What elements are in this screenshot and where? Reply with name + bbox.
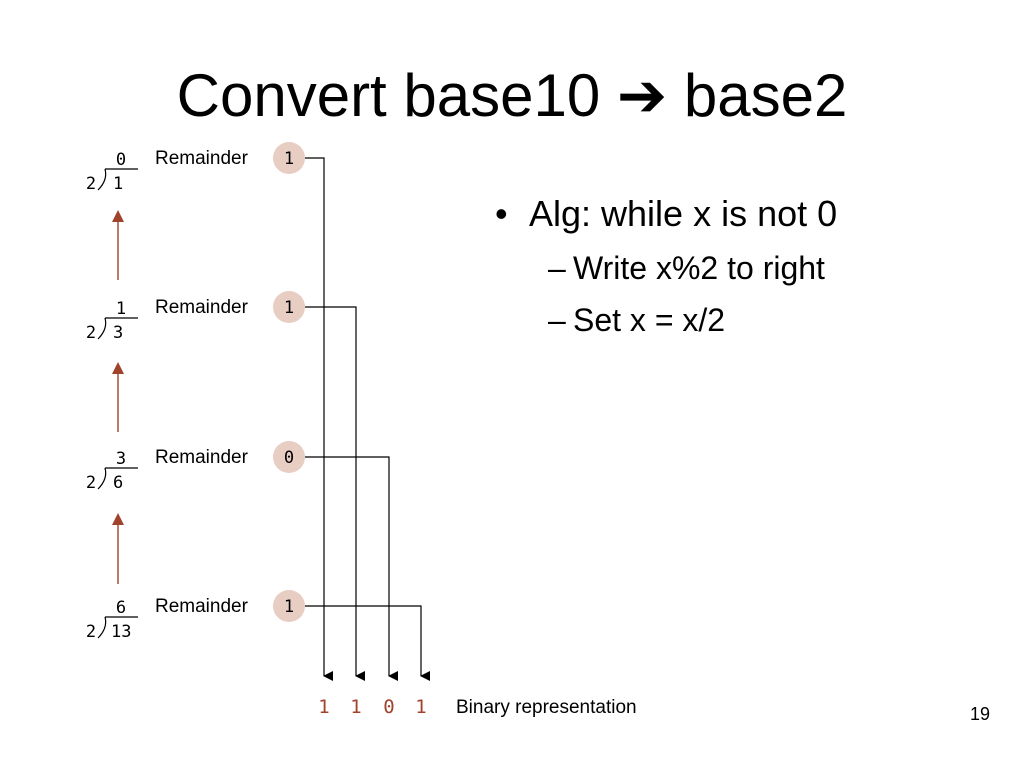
remainder-value: 1 — [284, 298, 294, 318]
divisor-text: 2 — [86, 174, 96, 194]
remainder-connector-line — [305, 456, 398, 681]
divisor-text: 2 — [86, 622, 96, 642]
remainder-label: Remainder — [155, 297, 249, 318]
remainder-label: Remainder — [155, 148, 249, 169]
divisor-text: 2 — [86, 473, 96, 493]
binary-digit: 1 — [350, 696, 361, 718]
division-step: 3 2 6 Remainder 0 — [86, 441, 305, 493]
bullet-marker: • — [495, 193, 508, 234]
sub-bullet-text: Write x%2 to right — [573, 250, 825, 286]
remainder-connector-line — [305, 306, 365, 681]
dividend-text: 1 — [113, 174, 123, 194]
binary-representation: 1 1 0 1 Binary representation — [318, 696, 636, 718]
division-step: 1 2 3 Remainder 1 — [86, 291, 305, 343]
dividend-text: 3 — [113, 323, 123, 343]
binary-label: Binary representation — [456, 697, 637, 718]
bullet-text: Alg: while x is not 0 — [529, 193, 838, 234]
remainder-circle — [273, 441, 305, 473]
remainder-circle — [273, 291, 305, 323]
dividend-text: 6 — [113, 473, 123, 493]
sub-bullet-marker: – — [548, 250, 566, 286]
page-number: 19 — [969, 704, 990, 724]
binary-digit: 1 — [318, 696, 329, 718]
remainder-circle — [273, 590, 305, 622]
sub-bullet-marker: – — [548, 302, 566, 338]
title-left-text: Convert base10 — [176, 62, 601, 129]
binary-digit: 1 — [415, 696, 426, 718]
slide-title: Convert base10 ➔ base2 — [0, 60, 1024, 132]
division-bracket — [97, 317, 107, 340]
sub-bullet-item: – Write x%2 to right — [495, 248, 1015, 288]
remainder-circle — [273, 142, 305, 174]
binary-digit: 0 — [383, 696, 394, 718]
division-bracket — [97, 616, 107, 639]
quotient-text: 3 — [116, 449, 126, 469]
division-bracket — [97, 467, 107, 490]
quotient-text: 0 — [116, 150, 126, 170]
remainder-value: 0 — [284, 448, 294, 468]
quotient-text: 6 — [116, 598, 126, 618]
divisor-text: 2 — [86, 323, 96, 343]
remainder-label: Remainder — [155, 596, 249, 617]
up-arrow-icon — [112, 210, 124, 280]
sub-bullet-item: – Set x = x/2 — [495, 300, 1015, 340]
up-arrow-icon — [112, 362, 124, 432]
sub-bullet-text: Set x = x/2 — [573, 302, 726, 338]
remainder-value: 1 — [284, 597, 294, 617]
remainder-connector-line — [305, 605, 430, 681]
right-arrow-icon: ➔ — [616, 61, 668, 131]
bullet-list: • Alg: while x is not 0 – Write x%2 to r… — [495, 192, 1015, 340]
dividend-text: 13 — [111, 622, 131, 642]
division-bracket — [97, 168, 107, 191]
division-step: 6 2 13 Remainder 1 — [86, 590, 305, 642]
division-step: 0 2 1 Remainder 1 — [86, 142, 305, 194]
remainder-value: 1 — [284, 149, 294, 169]
remainder-connector-line — [305, 157, 333, 681]
quotient-text: 1 — [116, 299, 126, 319]
up-arrow-icon — [112, 513, 124, 584]
remainder-label: Remainder — [155, 447, 249, 468]
bullet-item: • Alg: while x is not 0 — [495, 192, 1015, 236]
title-right-text: base2 — [683, 62, 848, 129]
